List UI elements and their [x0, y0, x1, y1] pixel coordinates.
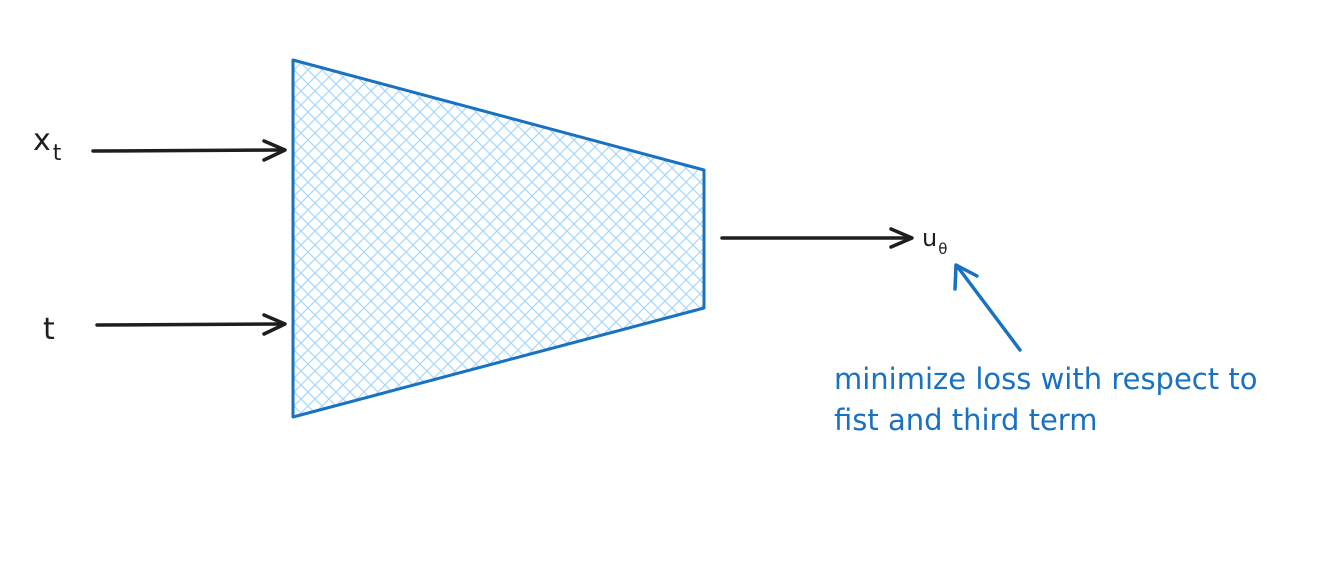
output-arrow — [720, 227, 914, 249]
input-label-t: t — [43, 312, 55, 347]
input-label-xt: xt — [33, 123, 62, 166]
input-xt-subscript: t — [53, 141, 62, 166]
annotation-line-1: minimize loss with respect to — [834, 362, 1257, 396]
annotation-arrow — [953, 263, 1022, 352]
output-symbol: u — [922, 224, 937, 252]
output-label-u-theta: uθ — [922, 224, 947, 258]
input-xt-symbol: x — [33, 123, 51, 158]
network-block — [291, 58, 706, 419]
input-arrow-xt — [91, 139, 287, 162]
output-subscript: θ — [938, 240, 947, 258]
input-arrow-t — [95, 313, 287, 336]
annotation-line-2: fist and third term — [834, 403, 1097, 437]
